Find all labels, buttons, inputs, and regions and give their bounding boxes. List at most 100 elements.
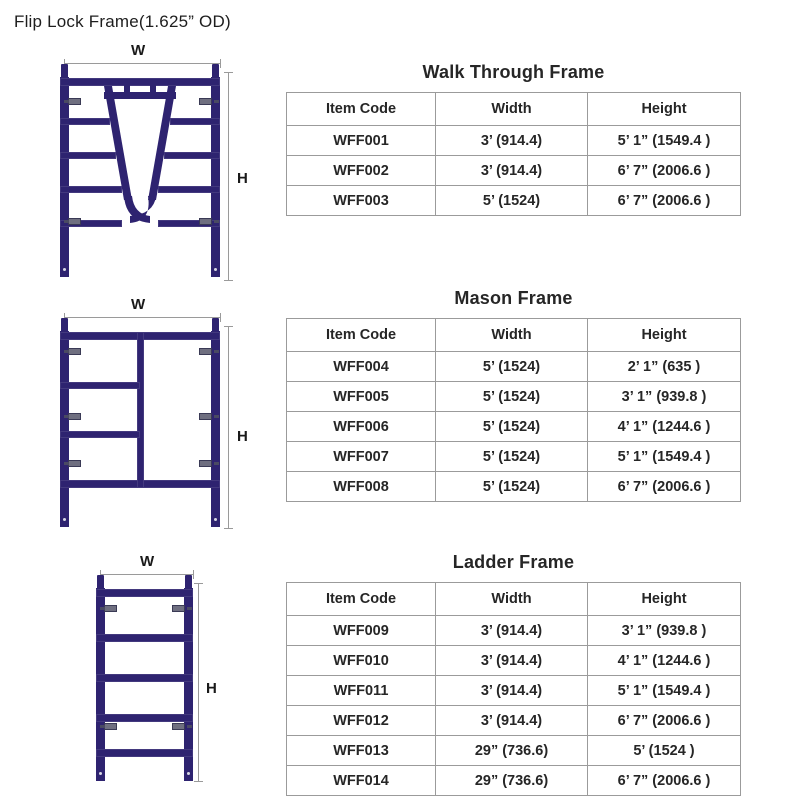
- cell-height: 5’ (1524 ): [587, 735, 741, 766]
- cell-item-code: WFF009: [286, 615, 436, 646]
- cell-width: 5’ (1524): [435, 471, 588, 502]
- frame-leg-left-3: [96, 588, 105, 781]
- flip-lock-left-upper-3: [104, 605, 117, 612]
- leg-hole-left-3: [99, 772, 102, 775]
- cell-width: 3’ (914.4): [435, 615, 588, 646]
- cell-item-code: WFF001: [286, 125, 436, 156]
- top-ledger-3: [96, 589, 193, 597]
- frame-leg-right-2: [211, 331, 220, 527]
- mason-frame-drawing: W H: [0, 288, 285, 543]
- mason-frame-table-block: Mason Frame Item Code Width Height WFF00…: [286, 288, 741, 502]
- column-header-item-code: Item Code: [286, 318, 436, 352]
- column-header-height: Height: [587, 92, 741, 126]
- height-dim-tick-bottom-1: [224, 280, 233, 281]
- walk-through-frame-table-block: Walk Through Frame Item Code Width Heigh…: [286, 62, 741, 216]
- cell-height: 3’ 1” (939.8 ): [587, 381, 741, 412]
- walk-through-frame-drawing: W H: [0, 0, 285, 290]
- flip-lock-nub-right-lower-3: [187, 725, 192, 728]
- column-header-item-code: Item Code: [286, 582, 436, 616]
- flip-lock-right-upper-3: [172, 605, 185, 612]
- table-row: WFF010 3’ (914.4) 4’ 1” (1244.6 ): [286, 645, 741, 676]
- height-dimension-line-2: [228, 326, 229, 528]
- height-dim-tick-bottom-3: [194, 781, 203, 782]
- ladder-frame-table: Item Code Width Height WFF009 3’ (914.4)…: [286, 582, 741, 796]
- cell-item-code: WFF004: [286, 351, 436, 382]
- flip-lock-nub-left-lower-1: [64, 220, 69, 223]
- table-row: WFF006 5’ (1524) 4’ 1” (1244.6 ): [286, 411, 741, 442]
- column-header-item-code: Item Code: [286, 92, 436, 126]
- table-row: WFF008 5’ (1524) 6’ 7” (2006.6 ): [286, 471, 741, 502]
- cell-item-code: WFF012: [286, 705, 436, 736]
- height-dimension-line-1: [228, 72, 229, 280]
- rung-right-1-d: [158, 220, 220, 227]
- width-dim-tick-left-1: [64, 59, 65, 68]
- width-dim-tick-left-2: [64, 313, 65, 322]
- flip-lock-nub-left-upper-3: [100, 607, 105, 610]
- height-dim-tick-top-2: [224, 326, 233, 327]
- flip-lock-nub-right-mid-2: [214, 415, 219, 418]
- coupling-pin-right-2: [212, 318, 219, 332]
- leg-hole-left-2: [63, 518, 66, 521]
- cell-item-code: WFF007: [286, 441, 436, 472]
- flip-lock-right-upper-1: [199, 98, 212, 105]
- rung-left-2-a: [60, 382, 140, 389]
- arch-members-1: [104, 80, 176, 223]
- cell-height: 6’ 7” (2006.6 ): [587, 155, 741, 186]
- table-row: WFF004 5’ (1524) 2’ 1” (635 ): [286, 351, 741, 382]
- flip-lock-nub-right-upper-1: [214, 100, 219, 103]
- cell-width: 5’ (1524): [435, 351, 588, 382]
- walk-through-frame-table: Item Code Width Height WFF001 3’ (914.4)…: [286, 92, 741, 216]
- table-row: WFF003 5’ (1524) 6’ 7” (2006.6 ): [286, 185, 741, 216]
- rung-right-1-c: [158, 186, 220, 193]
- flip-lock-right-lower-2: [199, 460, 212, 467]
- height-dimension-label-2: H: [237, 428, 248, 445]
- cell-width: 5’ (1524): [435, 185, 588, 216]
- flip-lock-right-lower-1: [199, 218, 212, 225]
- column-header-height: Height: [587, 582, 741, 616]
- flip-lock-nub-left-upper-2: [64, 350, 69, 353]
- width-dimension-line-3: [100, 574, 193, 575]
- flip-lock-nub-right-lower-1: [214, 220, 219, 223]
- cell-height: 5’ 1” (1549.4 ): [587, 441, 741, 472]
- table-row: WFF012 3’ (914.4) 6’ 7” (2006.6 ): [286, 705, 741, 736]
- flip-lock-nub-right-upper-3: [187, 607, 192, 610]
- cell-item-code: WFF002: [286, 155, 436, 186]
- flip-lock-nub-left-mid-2: [64, 415, 69, 418]
- rung-right-1-b: [164, 152, 220, 159]
- frame-leg-left-2: [60, 331, 69, 527]
- flip-lock-left-upper-1: [68, 98, 81, 105]
- table-title-mason: Mason Frame: [454, 288, 573, 308]
- table-row: WFF002 3’ (914.4) 6’ 7” (2006.6 ): [286, 155, 741, 186]
- rung-3-b: [96, 674, 193, 682]
- flip-lock-nub-left-upper-1: [64, 100, 69, 103]
- flip-lock-nub-left-lower-3: [100, 725, 105, 728]
- ladder-frame-table-block: Ladder Frame Item Code Width Height WFF0…: [286, 552, 741, 796]
- width-dimension-line-2: [64, 317, 220, 318]
- flip-lock-nub-right-upper-2: [214, 350, 219, 353]
- rung-left-1-d: [60, 220, 122, 227]
- coupling-pin-left-1: [61, 64, 68, 78]
- coupling-pin-left-2: [61, 318, 68, 332]
- table-row: WFF014 29” (736.6) 6’ 7” (2006.6 ): [286, 765, 741, 796]
- page-title: Flip Lock Frame(1.625” OD): [14, 12, 231, 31]
- coupling-pin-right-3: [185, 575, 192, 589]
- leg-hole-right-3: [187, 772, 190, 775]
- column-header-width: Width: [435, 318, 588, 352]
- height-dim-tick-bottom-2: [224, 528, 233, 529]
- height-dimension-line-3: [198, 583, 199, 781]
- table-row: WFF007 5’ (1524) 5’ 1” (1549.4 ): [286, 441, 741, 472]
- flip-lock-left-mid-2: [68, 413, 81, 420]
- ladder-frame-drawing: W H: [0, 545, 285, 800]
- cell-height: 6’ 7” (2006.6 ): [587, 705, 741, 736]
- cell-width: 3’ (914.4): [435, 705, 588, 736]
- width-dim-tick-right-2: [220, 313, 221, 322]
- width-dim-tick-left-3: [100, 570, 101, 579]
- flip-lock-left-upper-2: [68, 348, 81, 355]
- flip-lock-left-lower-1: [68, 218, 81, 225]
- cell-height: 5’ 1” (1549.4 ): [587, 675, 741, 706]
- column-header-height: Height: [587, 318, 741, 352]
- table-row: WFF011 3’ (914.4) 5’ 1” (1549.4 ): [286, 675, 741, 706]
- table-header-row: Item Code Width Height: [286, 318, 741, 352]
- coupling-pin-left-3: [97, 575, 104, 589]
- rung-left-1-b: [60, 152, 116, 159]
